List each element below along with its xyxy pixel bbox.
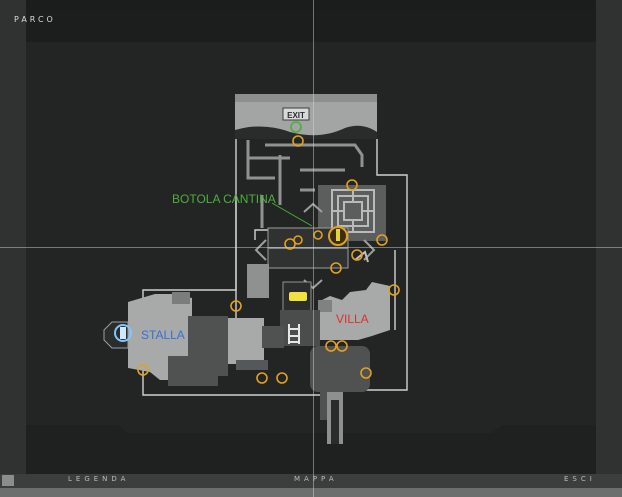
label-villa: VILLA (336, 312, 369, 326)
label-botola-cantina: BOTOLA CANTINA (172, 192, 276, 206)
marker-icon[interactable] (346, 179, 358, 191)
map-layout (103, 94, 408, 444)
marker-icon[interactable] (230, 300, 242, 312)
marker-icon[interactable] (360, 367, 372, 379)
marker-icon[interactable] (276, 372, 288, 384)
map-tab[interactable]: Mappa (294, 475, 338, 483)
marker-icon[interactable] (388, 284, 400, 296)
marker-icon[interactable] (293, 235, 303, 245)
marker-icon[interactable] (284, 238, 296, 250)
objective-markers (137, 135, 400, 384)
menu-button-icon[interactable] (2, 475, 14, 486)
stalla-door-icon[interactable] (114, 324, 132, 342)
marker-icon[interactable] (351, 249, 363, 261)
marker-icon[interactable] (376, 234, 388, 246)
exit-button[interactable]: Esci (564, 475, 596, 483)
marker-icon[interactable] (137, 364, 149, 376)
marker-icon[interactable] (313, 230, 323, 240)
marker-icon[interactable] (325, 340, 337, 352)
label-stalla: STALLA (141, 328, 185, 342)
legend-button[interactable]: Legenda (68, 475, 130, 483)
marker-icon[interactable] (336, 340, 348, 352)
marker-icon[interactable] (330, 262, 342, 274)
area-title: Parco (14, 15, 56, 24)
marker-icon[interactable] (292, 135, 304, 147)
marker-icon[interactable] (256, 372, 268, 384)
objective-item-icon[interactable] (289, 292, 307, 301)
exit-sign-label: EXIT (287, 111, 305, 120)
exit-sign: EXIT (282, 107, 310, 121)
exit-marker-icon[interactable] (290, 121, 302, 133)
